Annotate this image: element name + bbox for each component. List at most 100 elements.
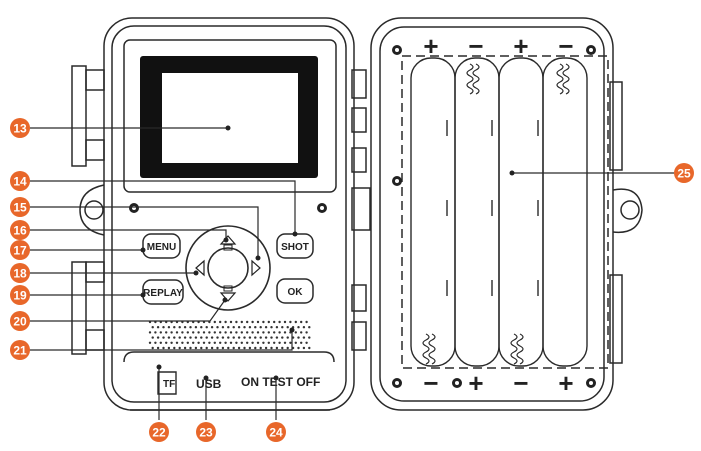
polarity-top: + − + −: [423, 31, 573, 61]
grille-hole: [264, 346, 268, 350]
leader-15: [29, 206, 259, 258]
grille-hole: [173, 336, 176, 339]
grille-hole: [151, 346, 154, 350]
grille-hole: [273, 331, 276, 334]
grille-hole: [194, 346, 198, 350]
grille-hole: [278, 331, 281, 334]
grille-hole: [273, 341, 276, 344]
grille-hole: [286, 336, 289, 339]
grille-hole: [305, 320, 308, 324]
panel-inner-shell: [111, 25, 347, 403]
power-switch-label: ON TEST OFF: [241, 375, 320, 389]
svg-text:23: 23: [199, 426, 213, 440]
grille-hole: [294, 320, 297, 324]
dpad[interactable]: [185, 225, 271, 311]
battery-compartment-outline: [401, 55, 609, 369]
battery-slot-4: [542, 57, 588, 367]
grille-hole: [259, 336, 262, 339]
grille-hole: [175, 331, 179, 334]
grille-hole: [197, 341, 200, 344]
svg-text:16: 16: [13, 224, 27, 238]
grille-hole: [181, 341, 184, 344]
hinge-tab-lower: [71, 261, 87, 355]
grille-hole: [167, 336, 171, 339]
grille-hole: [281, 346, 284, 350]
grille-hole: [289, 341, 292, 344]
grille-hole: [162, 326, 165, 329]
polarity-mark: −: [513, 368, 528, 398]
grille-hole: [300, 320, 303, 324]
arrow-right-icon[interactable]: [251, 259, 261, 277]
grille-hole: [194, 326, 198, 329]
battery-slot-1: [410, 57, 456, 367]
grille-hole: [192, 341, 195, 344]
grille-hole: [148, 341, 152, 344]
tf-card-slot[interactable]: TF: [157, 371, 177, 395]
arrow-down-camera-icon[interactable]: [219, 285, 237, 302]
grille-hole: [219, 320, 222, 324]
grille-hole: [300, 341, 303, 344]
lcd-screen: [162, 73, 298, 163]
menu-button-label: MENU: [147, 242, 176, 253]
grille-hole: [156, 326, 160, 329]
grille-hole: [227, 326, 230, 329]
callout-18: 18: [10, 263, 30, 283]
grille-hole: [248, 326, 252, 329]
callout-13: 13: [10, 118, 30, 138]
latch-4: [351, 187, 371, 231]
grille-hole: [264, 336, 268, 339]
left-mount-ear: [79, 184, 105, 236]
right-mount-hole: [620, 200, 640, 220]
grille-hole: [224, 331, 227, 334]
grille-hole: [162, 336, 165, 339]
grille-hole: [154, 341, 157, 344]
arrow-left-icon[interactable]: [195, 259, 205, 277]
svg-text:19: 19: [13, 289, 27, 303]
grille-hole: [246, 341, 249, 344]
grille-hole: [229, 331, 233, 334]
battery-door-inner: [379, 26, 605, 402]
grille-hole: [154, 331, 157, 334]
grille-hole: [208, 331, 211, 334]
grille-hole: [297, 326, 300, 329]
grille-hole: [205, 326, 208, 329]
callout-17: 17: [10, 240, 30, 260]
svg-text:14: 14: [13, 175, 27, 189]
ok-button[interactable]: OK: [276, 278, 314, 304]
polarity-mark: +: [558, 368, 573, 398]
grille-hole: [165, 341, 168, 344]
callout-19: 19: [10, 285, 30, 305]
hinge-knuckle-4: [85, 329, 105, 351]
menu-button[interactable]: MENU: [142, 233, 181, 259]
left-mount-hole: [84, 200, 104, 220]
replay-button[interactable]: REPLAY: [142, 279, 184, 305]
grille-hole: [189, 326, 192, 329]
ok-button-label: OK: [288, 287, 304, 298]
grille-hole: [216, 346, 219, 350]
grille-hole: [227, 346, 230, 350]
shot-button[interactable]: SHOT: [276, 233, 314, 259]
grille-hole: [270, 336, 273, 339]
grille-hole: [262, 320, 265, 324]
tf-slot-label: TF: [163, 379, 175, 390]
grille-hole: [189, 336, 192, 339]
grille-hole: [200, 326, 203, 329]
grille-hole: [243, 336, 246, 339]
grille-hole: [167, 346, 171, 350]
shot-button-label: SHOT: [281, 242, 309, 253]
grille-hole: [286, 326, 289, 329]
right-rail-upper: [609, 81, 623, 171]
screw-icon: [129, 203, 139, 213]
polarity-mark: +: [468, 368, 483, 398]
grille-hole: [221, 346, 225, 350]
grille-hole: [273, 320, 276, 324]
grille-hole: [167, 326, 171, 329]
dpad-center: [207, 247, 249, 289]
replay-button-label: REPLAY: [143, 288, 183, 299]
grille-hole: [219, 341, 222, 344]
leader-16: [29, 229, 227, 240]
grille-hole: [283, 341, 287, 344]
grille-hole: [194, 336, 198, 339]
grille-hole: [270, 346, 273, 350]
grille-hole: [173, 346, 176, 350]
